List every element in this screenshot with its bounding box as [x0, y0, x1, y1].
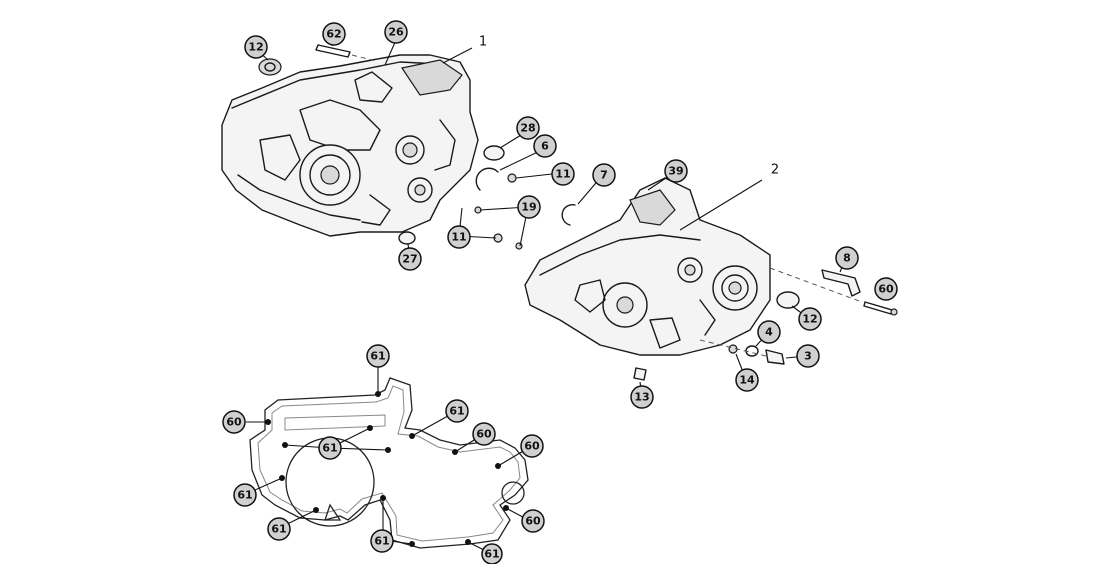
left-crankcase-half	[221, 54, 479, 237]
bearing-12-left	[258, 58, 282, 76]
svg-text:60: 60	[878, 283, 894, 296]
screw-19-b	[515, 242, 523, 250]
svg-text:7: 7	[600, 169, 608, 182]
svg-text:39: 39	[668, 165, 683, 178]
svg-text:60: 60	[524, 440, 540, 453]
callout-27: 27	[398, 247, 422, 271]
svg-text:19: 19	[521, 201, 536, 214]
svg-text:6: 6	[541, 140, 549, 153]
circlip-6	[475, 167, 499, 191]
callout-gasket-61-left: 61	[233, 483, 257, 507]
callout-28: 28	[516, 116, 540, 140]
svg-text:62: 62	[326, 28, 341, 41]
svg-text:3: 3	[804, 350, 812, 363]
callout-11-lower: 11	[447, 225, 471, 249]
callout-11-upper: 11	[551, 162, 575, 186]
svg-text:61: 61	[484, 548, 499, 561]
callout-gasket-61-bottom-left: 61	[267, 517, 291, 541]
svg-text:11: 11	[555, 168, 570, 181]
callout-gasket-61-top: 61	[366, 344, 390, 368]
callout-gasket-61-right-top: 61	[445, 399, 469, 423]
gasket-points	[265, 391, 509, 547]
callout-6: 6	[533, 134, 557, 158]
bearing-12-right	[776, 291, 800, 309]
callout-gasket-60-bottom-right: 60	[521, 509, 545, 533]
callout-19: 19	[517, 195, 541, 219]
pin-13	[633, 367, 647, 381]
callout-gasket-60-mid: 60	[472, 422, 496, 446]
svg-text:28: 28	[520, 122, 535, 135]
callout-12-left: 12	[244, 35, 268, 59]
svg-text:61: 61	[271, 523, 286, 536]
callout-gasket-61-bottom-mid: 61	[370, 529, 394, 553]
svg-text:12: 12	[248, 41, 263, 54]
svg-text:60: 60	[476, 428, 492, 441]
svg-text:12: 12	[802, 313, 817, 326]
washer-4	[745, 345, 759, 357]
svg-text:14: 14	[739, 374, 755, 387]
crankcase-gasket	[249, 377, 529, 549]
callout-gasket-60-left: 60	[222, 410, 246, 434]
svg-text:26: 26	[388, 26, 404, 39]
label-part-2: 2	[771, 163, 779, 178]
callout-60-bolt: 60	[874, 277, 898, 301]
plug-3	[765, 349, 785, 365]
svg-text:60: 60	[226, 416, 242, 429]
svg-text:27: 27	[402, 253, 417, 266]
circlip-7	[561, 203, 576, 226]
pin-11-upper	[507, 173, 517, 183]
callout-26: 26	[384, 20, 408, 44]
svg-text:61: 61	[449, 405, 464, 418]
sleeve-28	[483, 145, 505, 161]
sleeve-27	[398, 231, 416, 245]
bolt-60	[769, 267, 898, 316]
callout-7: 7	[592, 163, 616, 187]
label-part-1: 1	[479, 35, 487, 50]
bracket-8	[821, 269, 861, 297]
svg-text:4: 4	[765, 326, 773, 339]
svg-text:13: 13	[634, 391, 649, 404]
callout-gasket-60-right: 60	[520, 434, 544, 458]
callout-39: 39	[664, 159, 688, 183]
callout-4: 4	[757, 320, 781, 344]
callout-3: 3	[796, 344, 820, 368]
svg-text:8: 8	[843, 252, 851, 265]
callout-8: 8	[835, 246, 859, 270]
svg-text:61: 61	[370, 350, 385, 363]
callout-12-right: 12	[798, 307, 822, 331]
svg-text:61: 61	[322, 442, 337, 455]
bolt-62	[315, 44, 373, 61]
right-crankcase-half	[524, 177, 771, 356]
callout-13: 13	[630, 385, 654, 409]
svg-text:61: 61	[237, 489, 252, 502]
callout-gasket-61-center: 61	[318, 436, 342, 460]
svg-text:61: 61	[374, 535, 389, 548]
callout-62: 62	[322, 22, 346, 46]
svg-text:11: 11	[451, 231, 466, 244]
svg-text:60: 60	[525, 515, 541, 528]
callout-gasket-61-bottom-right: 61	[481, 543, 503, 564]
callout-14: 14	[735, 368, 759, 392]
